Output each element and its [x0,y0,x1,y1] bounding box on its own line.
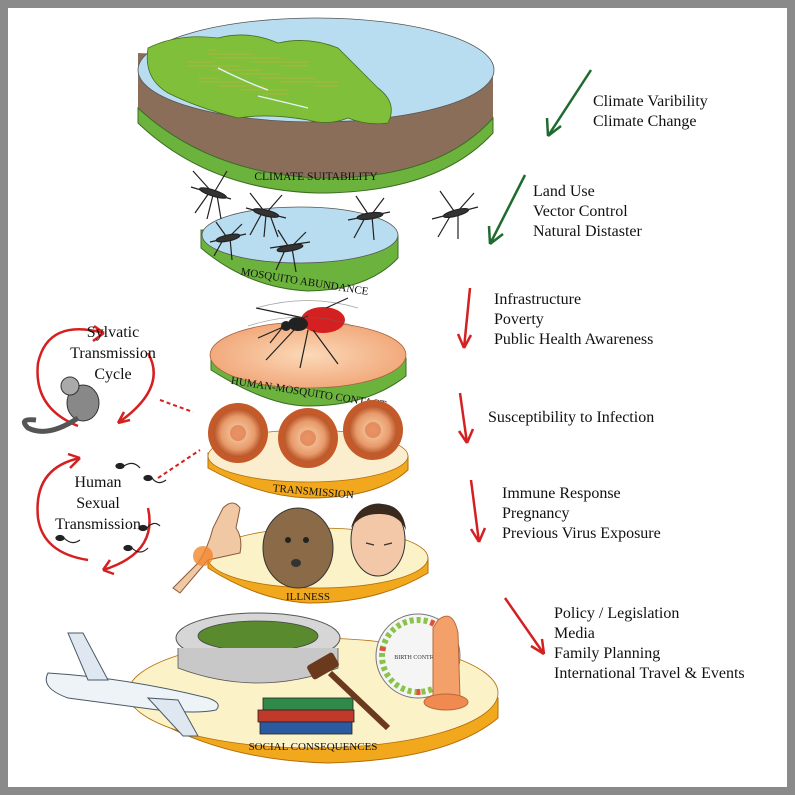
illness-disc [172,502,429,604]
cycle-line: Sexual [76,495,120,512]
monkey-icon [21,376,100,434]
factor-item: Family Planning [554,645,661,662]
arrow-transmission [457,392,475,444]
cycle-line: Human [74,474,122,491]
social-consequences-disc: BIRTH CONTROL [45,612,499,764]
arrow-climate [545,69,593,137]
factors-mosquito-abundance: Land Use Vector Control Natural Distaste… [533,182,642,242]
factor-item: Natural Distaster [533,223,642,240]
gavel-icon [307,652,391,731]
sylvatic-cycle [21,324,194,434]
sick-man-head [350,503,406,577]
factor-item: Poverty [494,311,544,328]
factor-item: Previous Virus Exposure [502,525,661,542]
stadium [175,612,341,684]
condom [423,615,469,711]
cycle-line: Transmission [55,516,141,533]
factors-illness: Immune Response Pregnancy Previous Virus… [502,484,661,544]
cycle-line: Cycle [94,366,132,383]
arrow-social [503,597,546,656]
arrow-mosquito-abundance [487,174,527,245]
transmission-disc [207,400,409,499]
factor-item: Policy / Legislation [554,605,680,622]
cycle-line: Sylvatic [86,324,140,341]
factor-item: International Travel & Events [554,665,745,682]
factor-item: Infrastructure [494,291,582,308]
human-sexual-cycle-label: Human Sexual Transmission [43,472,153,535]
sylvatic-cycle-label: Sylvatic Transmission Cycle [58,322,168,385]
human-mosquito-contact-disc [209,297,407,407]
birth-control-label: BIRTH CONTROL [394,655,442,661]
factor-item: Climate Varibility [593,93,708,110]
sperm-icons [55,462,167,553]
factor-item: Climate Change [593,113,697,130]
layer-stack-illustration: CLIMATE SUITABILITY MOSQUITO ABUNDANCE H… [21,17,593,764]
feeding-mosquito [247,297,359,369]
virus-particles [208,400,403,468]
factor-item: Immune Response [502,485,621,502]
layer-label-illness: ILLNESS [286,591,330,603]
factors-social-consequences: Policy / Legislation Media Family Planni… [554,604,745,684]
factor-item: Vector Control [533,203,628,220]
cycle-line: Transmission [70,345,156,362]
human-sexual-cycle [36,449,201,576]
layer-label-social-consequences: SOCIAL CONSEQUENCES [249,741,378,753]
arrow-illness [469,479,487,543]
factor-item: Public Health Awareness [494,331,654,348]
layer-label-climate: CLIMATE SUITABILITY [254,171,378,183]
factor-arrows [456,69,593,656]
factors-transmission: Susceptibility to Infection [488,408,654,428]
flying-mosquitoes [190,170,479,273]
factor-item: Pregnancy [502,505,570,522]
factor-item: Susceptibility to Infection [488,409,655,426]
diagram-frame: CLIMATE SUITABILITY MOSQUITO ABUNDANCE H… [8,8,787,787]
airplane [45,632,219,737]
climate-disc [137,17,495,194]
factor-item: Media [554,625,595,642]
law-books [257,697,355,735]
factors-human-mosquito-contact: Infrastructure Poverty Public Health Awa… [494,290,653,350]
mosquito-abundance-disc [200,206,399,292]
rash-arm [172,502,242,594]
factor-item: Land Use [533,183,595,200]
factors-climate: Climate Varibility Climate Change [593,92,708,132]
infant-head [262,507,334,589]
arrow-contact [456,287,473,349]
